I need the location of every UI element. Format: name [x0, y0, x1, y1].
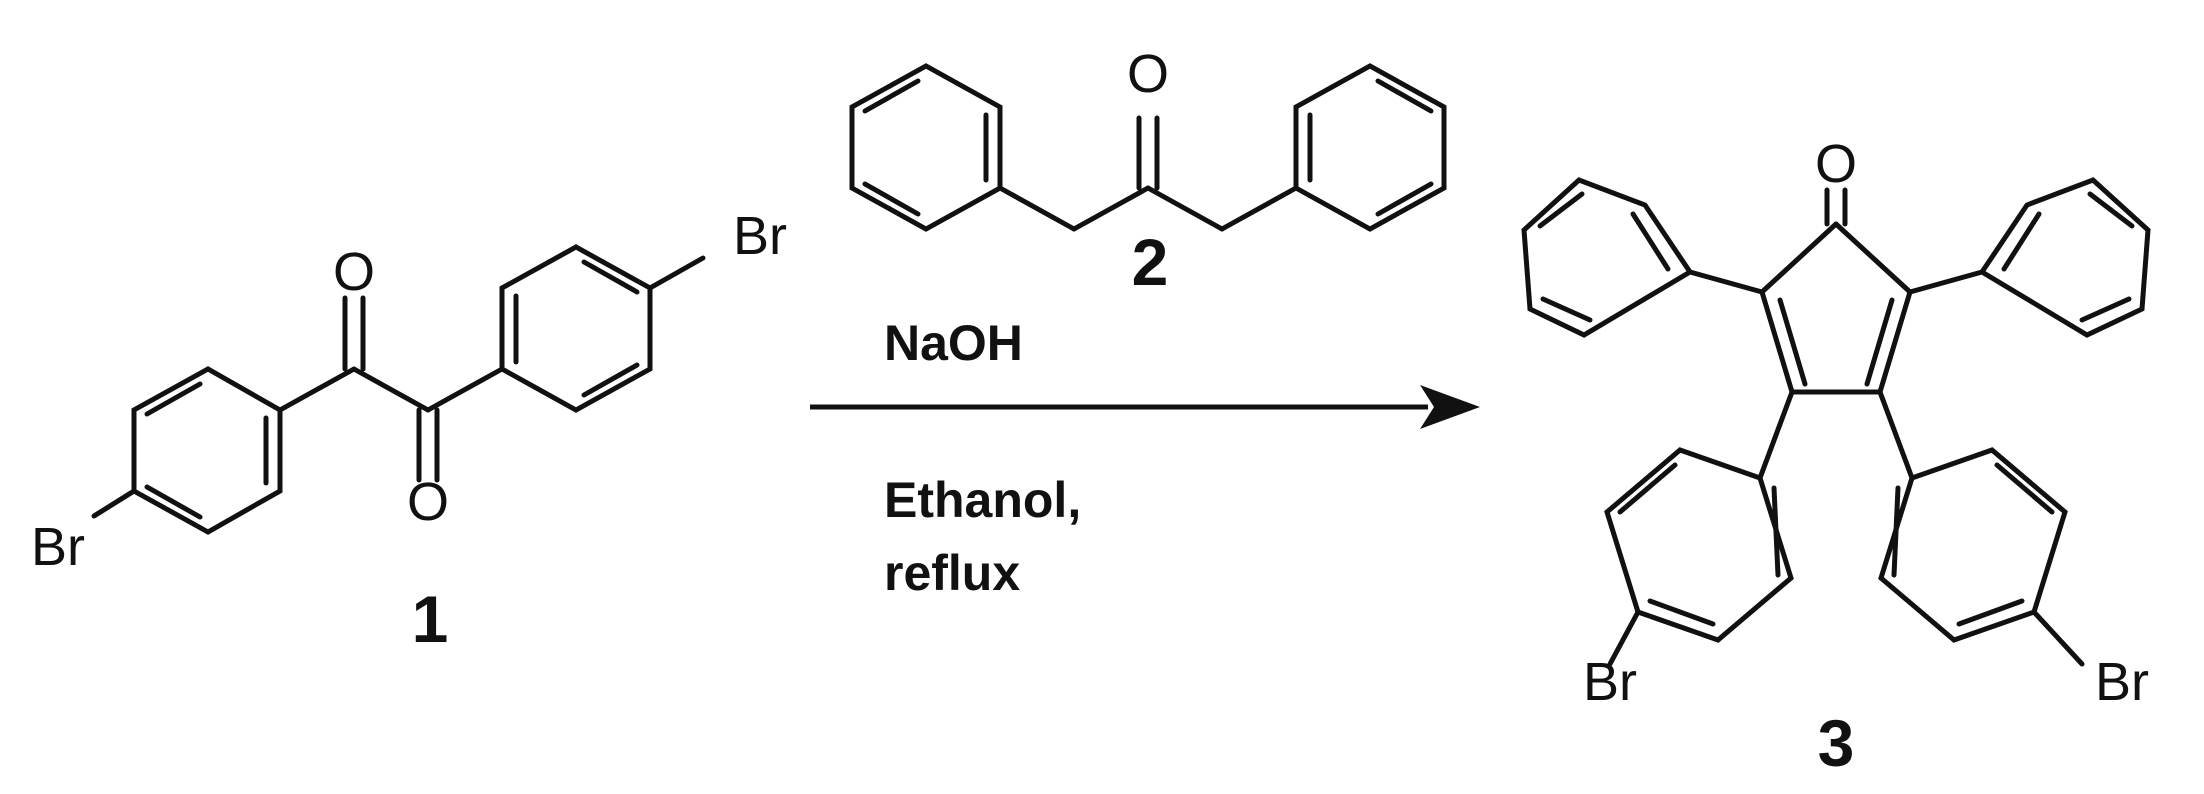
compound-3-bromophenyl-lower-left: [1604, 447, 1794, 643]
compound-1-c-br-right: [647, 255, 706, 291]
compound-1-right-ring: [499, 244, 653, 413]
compound-3-bromophenyl-lower-right: [1878, 447, 2068, 643]
compound-1-c-br-left: [91, 488, 137, 519]
compound-1-number: 1: [412, 582, 449, 656]
reaction-arrow: [810, 385, 1480, 429]
compound-2-number: 2: [1132, 225, 1169, 299]
compound-1-bromine-right: Br: [733, 206, 787, 266]
compound-1-structure: O O Br Br 1: [31, 206, 787, 656]
compound-3-phenyl-upper-right: [1978, 177, 2151, 338]
compound-1-oxygen-top: O: [333, 242, 375, 302]
compound-1-left-ring: [131, 366, 283, 535]
compound-3-structure: O Br: [1521, 134, 2151, 780]
compound-2-oxygen: O: [1127, 44, 1169, 104]
compound-1-oxygen-bottom: O: [407, 472, 449, 532]
compound-2-left-ring: [849, 63, 1003, 232]
compound-2-right-ring: [1293, 63, 1447, 232]
solvent-label-line-1: Ethanol,: [884, 472, 1081, 528]
compound-3-phenyl-upper-left: [1521, 177, 1694, 338]
compound-3-number: 3: [1818, 706, 1855, 780]
compound-3-cyclopentadienone-core: [1759, 187, 1913, 395]
compound-3-bromine-right: Br: [2095, 652, 2149, 712]
solvent-label-line-2: reflux: [884, 545, 1020, 601]
compound-3-bromine-left: Br: [1583, 652, 1637, 712]
compound-1-bromine-left: Br: [31, 517, 85, 577]
compound-2-structure: O 2: [849, 44, 1447, 299]
reagent-label: NaOH: [884, 315, 1023, 371]
compound-3-oxygen: O: [1815, 134, 1857, 194]
